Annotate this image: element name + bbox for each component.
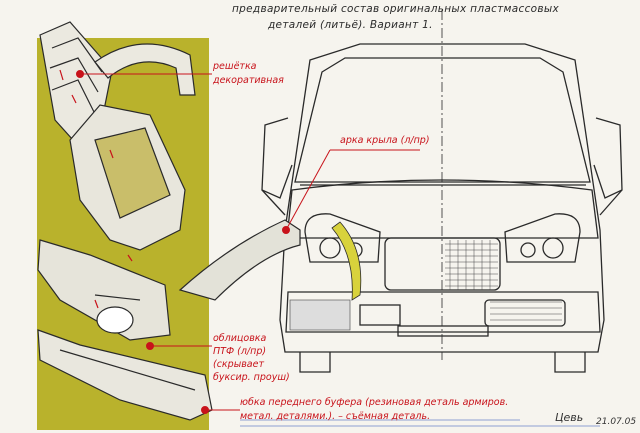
- label-skirt-line-1: юбка переднего буфера (резиновая деталь …: [240, 397, 509, 408]
- signature-name: Цевь: [555, 411, 584, 424]
- front-bumper: [285, 291, 601, 333]
- right-headlight: [504, 213, 581, 263]
- label-fog-line-4: буксир. проуш): [213, 372, 290, 383]
- part-wheel-arch-top: [94, 43, 196, 96]
- left-headlight: [304, 213, 381, 263]
- van-front-view: [261, 43, 623, 373]
- sheet-title-line-1: предварительный состав оригинальных плас…: [232, 3, 559, 15]
- van-wheel-arch-highlight: [331, 221, 362, 301]
- label-skirt-line-2: метал. деталями.). – съёмная деталь.: [240, 411, 431, 422]
- label-wheel-arch: арка крыла (л/пр): [340, 135, 430, 146]
- van-grille: [384, 237, 501, 291]
- label-fog-line-1: облицовка: [213, 333, 267, 344]
- sheet-title-line-2: деталей (литьё). Вариант 1.: [268, 19, 433, 31]
- part-fender-arch: [178, 219, 301, 301]
- windshield: [294, 57, 591, 183]
- part-bumper-skirt: [37, 329, 213, 421]
- label-grille-line-2: декоративная: [213, 75, 284, 86]
- part-bumper-shell: [69, 104, 186, 251]
- red-cut-marks: [59, 69, 133, 309]
- label-fog-line-2: ПТФ (л/пр): [213, 346, 267, 357]
- signature-date: 21.07.05: [596, 417, 637, 427]
- grille-mesh: [445, 240, 562, 321]
- leader-lines: [76, 70, 420, 414]
- label-fog-line-3: (скрывает: [213, 359, 264, 370]
- part-fog-lamp-cover: [37, 239, 171, 341]
- label-grille-line-1: решётка: [213, 61, 257, 72]
